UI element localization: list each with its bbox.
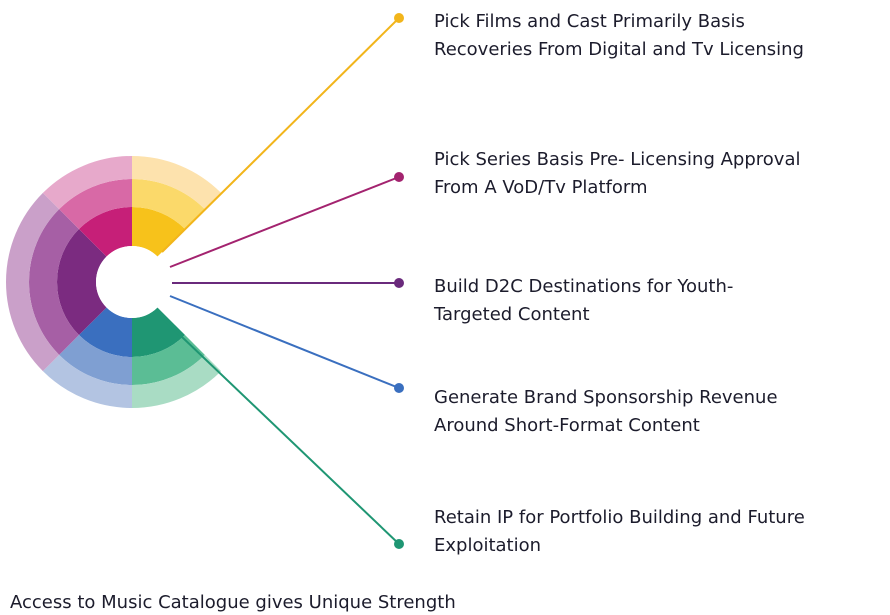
strategy-label-d2c-destinations: Build D2C Destinations for Youth- Target… [434, 276, 734, 325]
connector-dot-3 [394, 278, 404, 288]
wheel-segment-yellow-ring-3 [132, 156, 222, 210]
connector-line-5 [159, 315, 400, 545]
wheel-segment-blue-ring-3 [42, 354, 133, 408]
segmented-wheel [6, 156, 222, 408]
connector-dot-4 [394, 383, 404, 393]
strategy-label-series-prelicensing: Pick Series Basis Pre- Licensing Approva… [434, 149, 801, 198]
wheel-segment-purple-high-ring-3 [6, 192, 60, 282]
connector-dot-2 [394, 172, 404, 182]
connector-dot-1 [394, 13, 404, 23]
wheel-segment-yellow-ring-1 [132, 207, 186, 257]
strategy-label-film-licensing: Pick Films and Cast Primarily Basis Reco… [434, 11, 804, 60]
wheel-center-hub [96, 246, 168, 318]
wheel-segment-magenta-ring-2 [59, 179, 133, 229]
strategy-label-brand-sponsorship: Generate Brand Sponsorship Revenue Aroun… [434, 387, 778, 436]
wheel-segment-magenta-ring-1 [78, 207, 132, 257]
wheel-segment-magenta-ring-3 [42, 156, 133, 210]
connector-line-2 [169, 176, 400, 268]
wheel-segment-purple-low-ring-2 [28, 282, 79, 355]
wheel-segment-green-ring-3 [132, 354, 222, 408]
wheel-segment-green-ring-1 [132, 307, 186, 357]
connector-lines [159, 13, 404, 549]
connector-line-4 [169, 295, 400, 389]
wheel-segment-blue-ring-2 [59, 335, 133, 385]
wheel-segment-purple-high-ring-1 [57, 228, 107, 282]
wheel-segment-purple-high-ring-2 [29, 209, 79, 282]
wheel-segment-yellow-ring-2 [132, 179, 205, 229]
wheel-segment-blue-ring-1 [78, 307, 132, 357]
connector-line-1 [161, 17, 400, 253]
wheel-segment-green-ring-2 [132, 335, 205, 385]
wheel-segment-purple-low-ring-1 [57, 282, 107, 336]
footer-caption: Access to Music Catalogue gives Unique S… [10, 592, 456, 613]
connector-dot-5 [394, 539, 404, 549]
wheel-segment-purple-low-ring-3 [6, 282, 60, 372]
strategy-label-ip-retention: Retain IP for Portfolio Building and Fut… [434, 507, 805, 556]
